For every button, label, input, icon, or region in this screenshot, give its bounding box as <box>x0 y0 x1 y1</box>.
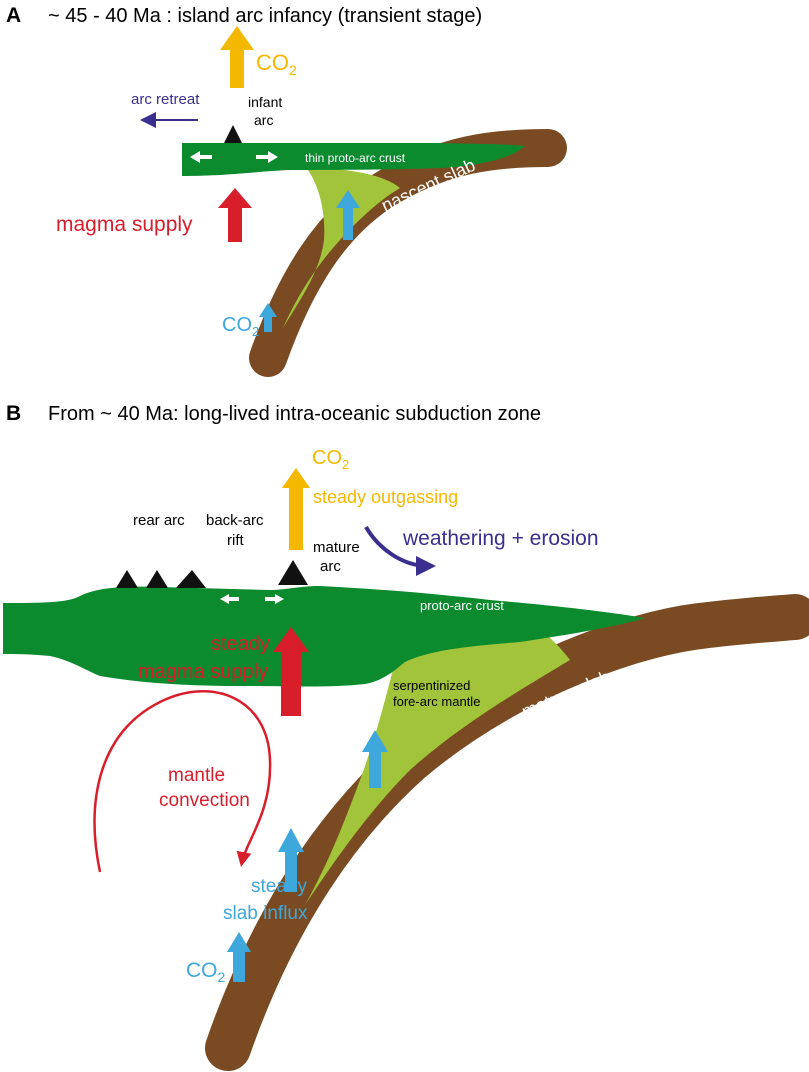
infant-arc-peak <box>224 125 242 143</box>
weathering-arrow <box>364 525 436 576</box>
nascent-slab <box>249 129 567 377</box>
magma-label-a: magma supply <box>56 213 193 236</box>
panel-b-letter: B <box>6 402 21 425</box>
co2-label-bottom-b: CO2 <box>186 959 226 985</box>
back-arc-label-1: back-arc <box>206 512 264 529</box>
influx-label-2: slab influx <box>223 903 308 924</box>
panel-a: A ~ 45 - 40 Ma : island arc infancy (tra… <box>6 4 567 377</box>
mantle-convection-arrow <box>93 690 272 873</box>
arc-retreat-label: arc retreat <box>131 91 200 108</box>
magma-arrow-b <box>273 627 309 716</box>
spreading-arrows-a <box>190 151 278 163</box>
co2-label-top-b: CO2 <box>312 447 349 472</box>
panel-a-title: ~ 45 - 40 Ma : island arc infancy (trans… <box>48 5 482 27</box>
rear-arc-peaks <box>116 570 206 588</box>
influx-label-1: steady <box>251 876 307 897</box>
forearc-mantle-wedge-a <box>283 166 400 328</box>
infant-arc-label-2: arc <box>254 112 273 128</box>
outgassing-label: steady outgassing <box>313 487 458 507</box>
spreading-arrows-b <box>220 594 284 604</box>
forearc-mantle-wedge-b <box>305 620 570 905</box>
back-arc-label-2: rift <box>227 532 244 549</box>
panel-a-letter: A <box>6 4 21 27</box>
co2-influx-arrow-b <box>227 932 251 982</box>
panel-b-title: From ~ 40 Ma: long-lived intra-oceanic s… <box>48 403 541 425</box>
crust-label-a: thin proto-arc crust <box>305 151 406 165</box>
weathering-label: weathering + erosion <box>402 527 599 550</box>
proto-arc-crust-a <box>182 143 525 176</box>
crust-label-b: proto-arc crust <box>420 598 504 613</box>
co2-influx-arrow-a <box>259 303 277 332</box>
proto-arc-crust-b <box>3 586 645 687</box>
convection-label-1: mantle <box>168 765 225 786</box>
magma-label-b-1: steady <box>211 633 270 655</box>
serpentinized-label-2: fore-arc mantle <box>393 694 480 709</box>
influx-arrow-b-2 <box>278 828 304 892</box>
mature-arc-label-1: mature <box>313 539 360 556</box>
co2-outgassing-arrow-a <box>220 26 254 88</box>
convection-label-2: convection <box>159 790 250 811</box>
mature-arc-label-2: arc <box>320 558 341 575</box>
co2-outgassing-arrow-b <box>282 468 310 550</box>
magma-label-b-2: magma supply <box>138 661 268 683</box>
co2-label-bottom-a: CO2 <box>222 314 259 339</box>
serpentinized-label-1: serpentinized <box>393 678 470 693</box>
co2-label-top-a: CO2 <box>256 50 297 78</box>
rear-arc-label: rear arc <box>133 512 185 529</box>
infant-arc-label-1: infant <box>248 94 282 110</box>
panel-b: B From ~ 40 Ma: long-lived intra-oceanic… <box>3 402 809 1071</box>
influx-arrow-b-1 <box>362 730 388 788</box>
mature-arc-peak <box>278 560 308 585</box>
magma-arrow-a <box>218 188 252 242</box>
influx-arrow-a <box>336 190 360 240</box>
